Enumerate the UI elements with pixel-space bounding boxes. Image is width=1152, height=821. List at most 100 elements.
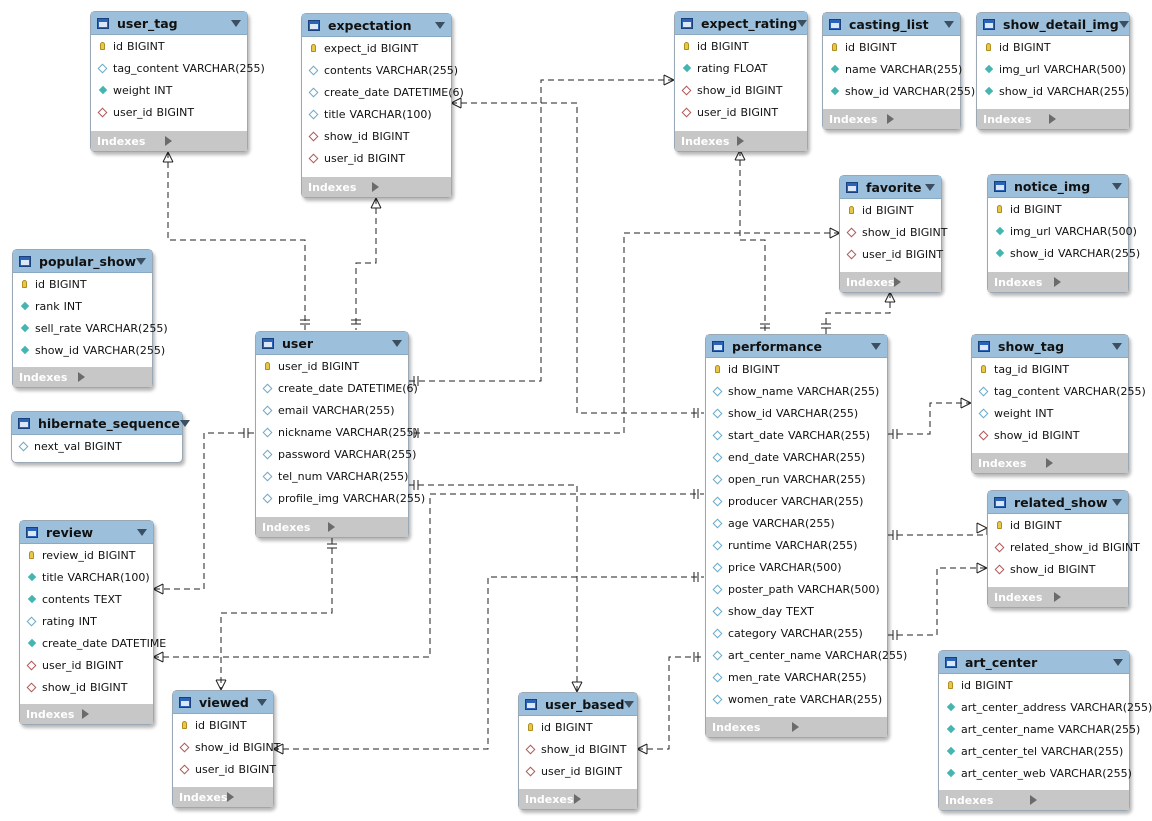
table-header[interactable]: notice_img — [988, 175, 1128, 198]
indexes-section[interactable]: Indexes — [977, 109, 1129, 129]
indexes-section[interactable]: Indexes — [972, 453, 1128, 473]
table-header[interactable]: expect_rating — [675, 12, 808, 35]
indexes-section[interactable]: Indexes — [988, 272, 1128, 292]
chevron-down-icon[interactable] — [392, 339, 402, 347]
indexes-section[interactable]: Indexes — [91, 131, 247, 151]
table-header[interactable]: user_based — [519, 693, 637, 716]
chevron-right-icon[interactable] — [372, 182, 443, 192]
chevron-down-icon[interactable] — [257, 698, 267, 706]
table-header[interactable]: favorite — [840, 176, 941, 199]
chevron-right-icon[interactable] — [573, 794, 630, 804]
table-header[interactable]: popular_show — [13, 250, 152, 273]
chevron-down-icon[interactable] — [1112, 498, 1122, 506]
indexes-section[interactable]: Indexes — [840, 272, 941, 292]
table-header[interactable]: review — [20, 521, 153, 544]
table-header[interactable]: art_center — [939, 651, 1129, 674]
chevron-right-icon[interactable] — [792, 722, 879, 732]
chevron-down-icon[interactable] — [624, 700, 635, 708]
chevron-right-icon[interactable] — [82, 709, 145, 719]
table-header[interactable]: user_tag — [91, 12, 247, 35]
indexes-section[interactable]: Indexes — [519, 789, 637, 809]
chevron-down-icon[interactable] — [137, 528, 147, 536]
chevron-down-icon[interactable] — [944, 20, 954, 28]
indexes-section[interactable]: Indexes — [675, 131, 807, 151]
indexes-section[interactable]: Indexes — [20, 704, 153, 724]
indexes-section[interactable]: Indexes — [173, 787, 273, 807]
chevron-down-icon[interactable] — [1118, 20, 1129, 28]
table-header[interactable]: casting_list — [823, 13, 960, 36]
chevron-down-icon[interactable] — [871, 342, 881, 350]
chevron-right-icon[interactable] — [1053, 592, 1121, 602]
table-header[interactable]: expectation — [302, 14, 451, 37]
indexes-section[interactable]: Indexes — [256, 517, 408, 537]
chevron-down-icon[interactable] — [179, 419, 190, 427]
table-header[interactable]: performance — [706, 335, 887, 358]
chevron-down-icon[interactable] — [231, 19, 241, 27]
table-header[interactable]: related_show — [988, 491, 1128, 514]
table-header[interactable]: show_detail_img — [977, 13, 1129, 36]
chevron-right-icon[interactable] — [78, 372, 144, 382]
chevron-down-icon[interactable] — [797, 19, 808, 27]
table-header[interactable]: hibernate_sequence — [12, 412, 190, 435]
table-header[interactable]: show_tag — [972, 335, 1128, 358]
chevron-down-icon[interactable] — [435, 21, 445, 29]
